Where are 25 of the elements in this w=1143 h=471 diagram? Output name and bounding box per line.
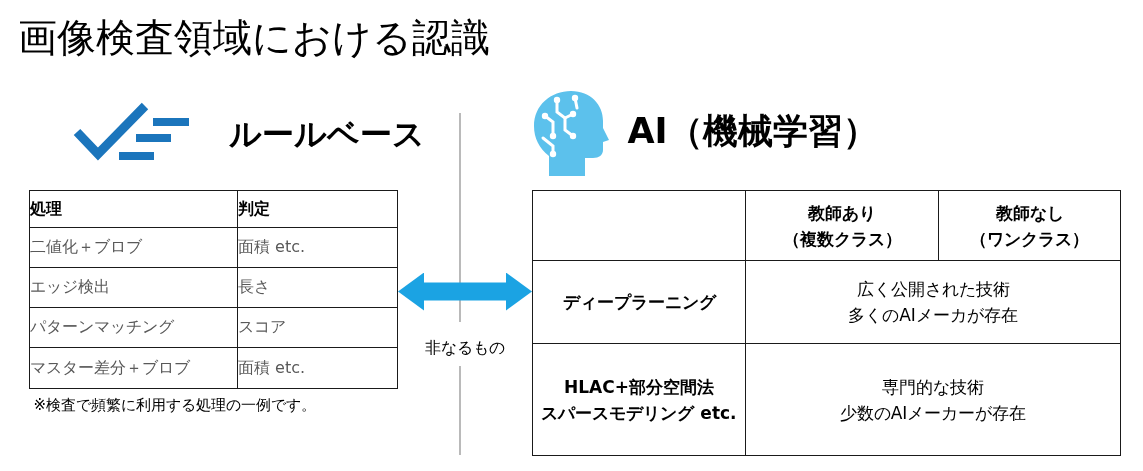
page-title: 画像検査領域における認識 (18, 14, 490, 62)
table-cell: 面積 etc. (237, 347, 398, 389)
comparison-table (532, 88, 1121, 456)
table-cell: 面積 etc. (237, 227, 398, 268)
section-heading: AI（機械学習） (627, 110, 878, 153)
table-cell: パターンマッチング (29, 307, 238, 348)
table-text: 多くのAIメーカが存在 (847, 304, 1019, 327)
header-cell: 教師あり（複数クラス） (745, 190, 939, 261)
double-arrow (398, 272, 532, 311)
table-text: HLAC+部分空間法 (563, 375, 715, 399)
table-text: 専門的な技術 (881, 375, 985, 399)
section-heading: ルールベース (228, 114, 425, 154)
header-cell: 教師なし（ワンクラス） (938, 190, 1121, 261)
table-cell: ディープラーニング (532, 260, 746, 344)
table-cell: マスター差分＋ブロブ (29, 347, 238, 389)
header-cell: 判定 (237, 190, 398, 228)
table-cell: スコア (237, 307, 398, 348)
table-cell: エッジ検出 (29, 267, 238, 308)
header-cell: 処理 (29, 190, 238, 228)
table-text: スパースモデリング etc. (540, 401, 738, 425)
footnote-text: ※検査で頻繁に利用する処理の一例です。 (33, 396, 317, 416)
table-text: 広く公開された技術 (855, 278, 1011, 301)
table-cell: 二値化＋ブロブ (29, 227, 238, 268)
table-text: 少数のAIメーカーが存在 (838, 401, 1028, 425)
table-cell: 長さ (237, 267, 398, 308)
